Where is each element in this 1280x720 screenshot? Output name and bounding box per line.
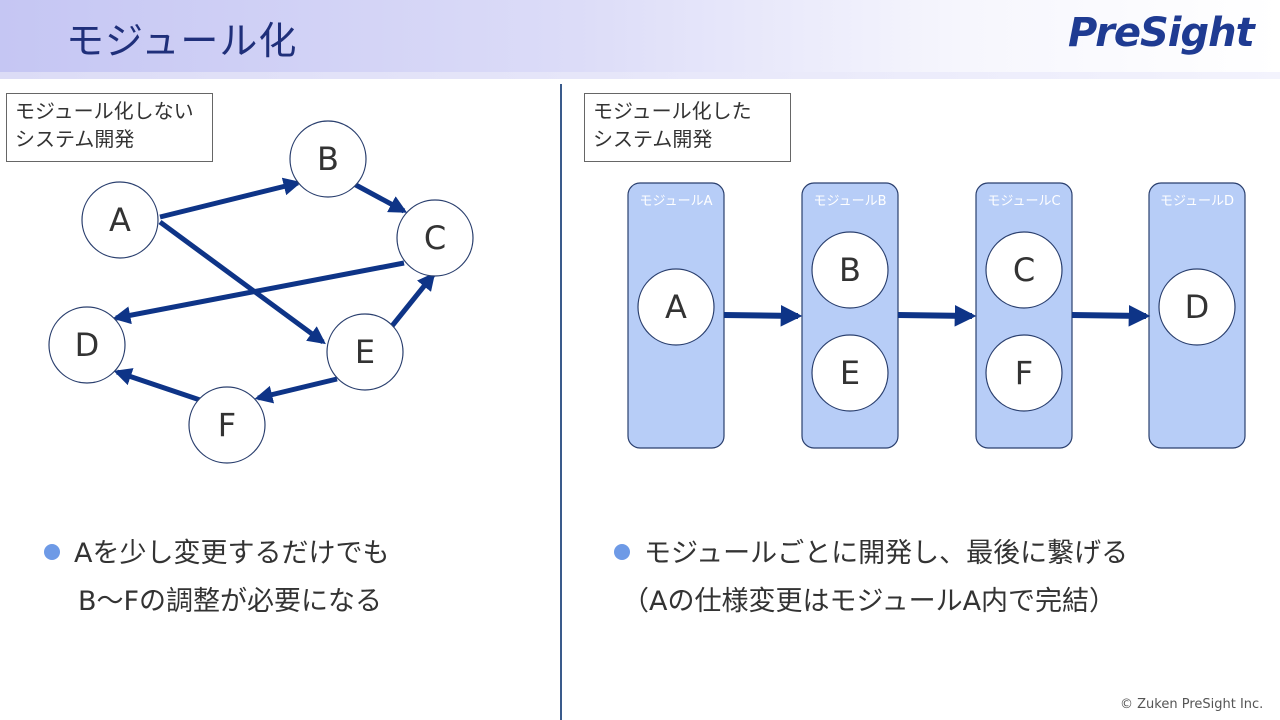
module-node-d-label: D: [1185, 288, 1210, 326]
node-c: [396, 199, 474, 277]
right-bullet-line1: モジュールごとに開発し、最後に繋げる: [644, 538, 1129, 569]
page-title: モジュール化: [66, 19, 298, 63]
arrow-c-to-d: [112, 260, 405, 325]
center-divider: [560, 84, 562, 720]
header-bar: [0, 0, 1280, 72]
right-bullet: モジュールごとに開発し、最後に繋げる （Aの仕様変更はモジュールA内で完結）: [614, 530, 1128, 626]
left-bullet-line1: Aを少し変更するだけでも: [74, 538, 390, 569]
left-panel-label: モジュール化しない システム開発: [6, 93, 213, 162]
module-node-e: [811, 334, 889, 412]
arrow-f-to-d: [113, 368, 201, 403]
node-e: [326, 313, 404, 391]
arrow-module-c-to-d: [1071, 304, 1151, 327]
module-node-a: [637, 268, 715, 346]
module-d-title: モジュールD: [1160, 194, 1234, 209]
module-node-f: [985, 334, 1063, 412]
module-node-e-label: E: [840, 354, 860, 392]
module-node-a-label: A: [665, 288, 687, 326]
node-a-label: A: [109, 201, 131, 239]
module-node-c: [985, 231, 1063, 309]
node-d: [48, 306, 126, 384]
bullet-dot-icon: [614, 544, 630, 560]
module-node-f-label: F: [1015, 354, 1033, 392]
node-d-label: D: [75, 326, 100, 364]
node-b: [289, 120, 367, 198]
module-c-title: モジュールC: [987, 194, 1060, 209]
presight-logo: PreSight: [1068, 10, 1255, 56]
module-node-d: [1158, 268, 1236, 346]
node-f: [188, 386, 266, 464]
header-underline: [0, 72, 1280, 79]
module-node-b: [811, 231, 889, 309]
arrow-b-to-c: [352, 181, 408, 214]
node-e-label: E: [355, 333, 375, 371]
arrow-e-to-c: [390, 272, 436, 328]
node-b-label: B: [317, 140, 339, 178]
arrow-module-b-to-c: [897, 304, 977, 327]
module-node-c-label: C: [1013, 251, 1035, 289]
node-c-label: C: [424, 219, 446, 257]
left-bullet: Aを少し変更するだけでも B～Fの調整が必要になる: [44, 530, 389, 626]
arrow-module-a-to-b: [723, 304, 803, 327]
arrow-a-to-e: [158, 219, 326, 345]
module-node-b-label: B: [839, 251, 861, 289]
module-b-title: モジュールB: [813, 194, 886, 209]
bullet-dot-icon: [44, 544, 60, 560]
module-a-title: モジュールA: [640, 194, 713, 209]
copyright-notice: © Zuken PreSight Inc.: [1120, 697, 1264, 712]
arrow-a-to-b: [159, 177, 302, 220]
right-bullet-line2: （Aの仕様変更はモジュールA内で完結）: [622, 586, 1117, 617]
arrow-e-to-f: [254, 376, 338, 404]
node-f-label: F: [218, 406, 236, 444]
node-a: [81, 181, 159, 259]
left-bullet-line2: B～Fの調整が必要になる: [78, 586, 383, 617]
right-panel-label: モジュール化した システム開発: [584, 93, 791, 162]
